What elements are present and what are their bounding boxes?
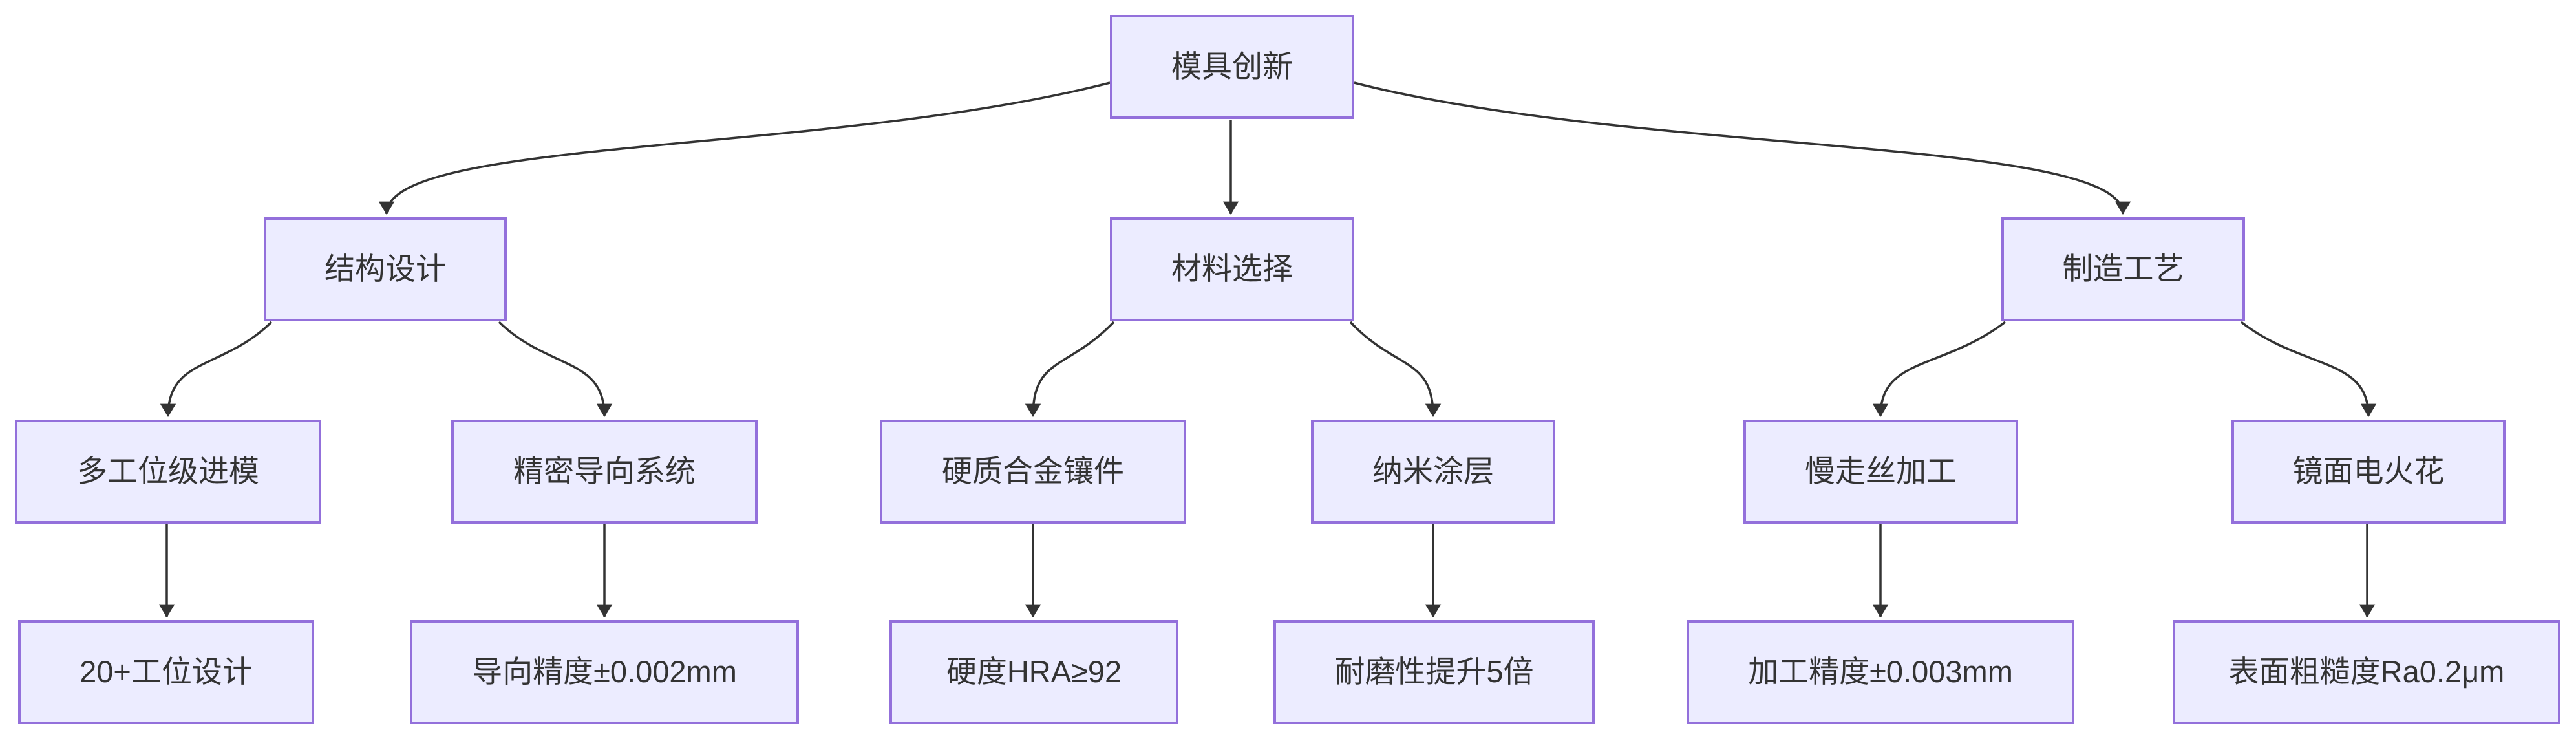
node-label: 镜面电火花: [2292, 454, 2445, 489]
node-label: 精密导向系统: [513, 454, 696, 489]
node-label: 纳米涂层: [1372, 454, 1494, 489]
node-structure-design: 结构设计: [264, 217, 507, 321]
node-label: 加工精度±0.003mm: [1748, 654, 2013, 689]
node-material-selection: 材料选择: [1110, 217, 1354, 321]
node-carbide-insert: 硬质合金镶件: [880, 420, 1186, 524]
node-label: 硬质合金镶件: [942, 454, 1124, 489]
edge-material-selection-to-nano-coating: [1349, 321, 1442, 418]
node-wear-resistance: 耐磨性提升5倍: [1273, 620, 1595, 724]
edge-structure-design-to-guide-system: [498, 321, 613, 418]
node-label: 制造工艺: [2062, 252, 2184, 286]
node-manufacturing: 制造工艺: [2001, 217, 2245, 321]
node-hardness: 硬度HRA≥92: [889, 620, 1178, 724]
edge-structure-design-to-multi-station-die: [160, 321, 273, 418]
node-label: 慢走丝加工: [1805, 454, 1957, 489]
node-guide-precision: 导向精度±0.002mm: [410, 620, 799, 724]
node-label: 导向精度±0.002mm: [472, 654, 737, 689]
edge-root-to-manufacturing: [1354, 81, 2131, 215]
edge-material-selection-to-carbide-insert: [1025, 321, 1115, 418]
node-guide-system: 精密导向系统: [451, 420, 758, 524]
edge-manufacturing-to-wire-edm: [1872, 321, 2007, 418]
node-label: 多工位级进模: [77, 454, 259, 489]
node-label: 硬度HRA≥92: [946, 654, 1122, 689]
node-label: 模具创新: [1171, 49, 1293, 84]
node-label: 耐磨性提升5倍: [1334, 654, 1534, 689]
edge-root-to-structure-design: [378, 81, 1111, 215]
edge-manufacturing-to-mirror-edm: [2240, 321, 2377, 418]
node-label: 结构设计: [325, 252, 446, 286]
node-station-design: 20+工位设计: [18, 620, 314, 724]
node-label: 材料选择: [1171, 252, 1293, 286]
node-label: 表面粗糙度Ra0.2μm: [2228, 654, 2505, 689]
node-machining-precision: 加工精度±0.003mm: [1687, 620, 2074, 724]
node-wire-edm: 慢走丝加工: [1743, 420, 2018, 524]
node-label: 20+工位设计: [80, 654, 253, 689]
node-surface-roughness: 表面粗糙度Ra0.2μm: [2173, 620, 2560, 724]
node-root: 模具创新: [1110, 15, 1354, 119]
node-mirror-edm: 镜面电火花: [2231, 420, 2506, 524]
node-nano-coating: 纳米涂层: [1311, 420, 1555, 524]
node-multi-station-die: 多工位级进模: [15, 420, 321, 524]
